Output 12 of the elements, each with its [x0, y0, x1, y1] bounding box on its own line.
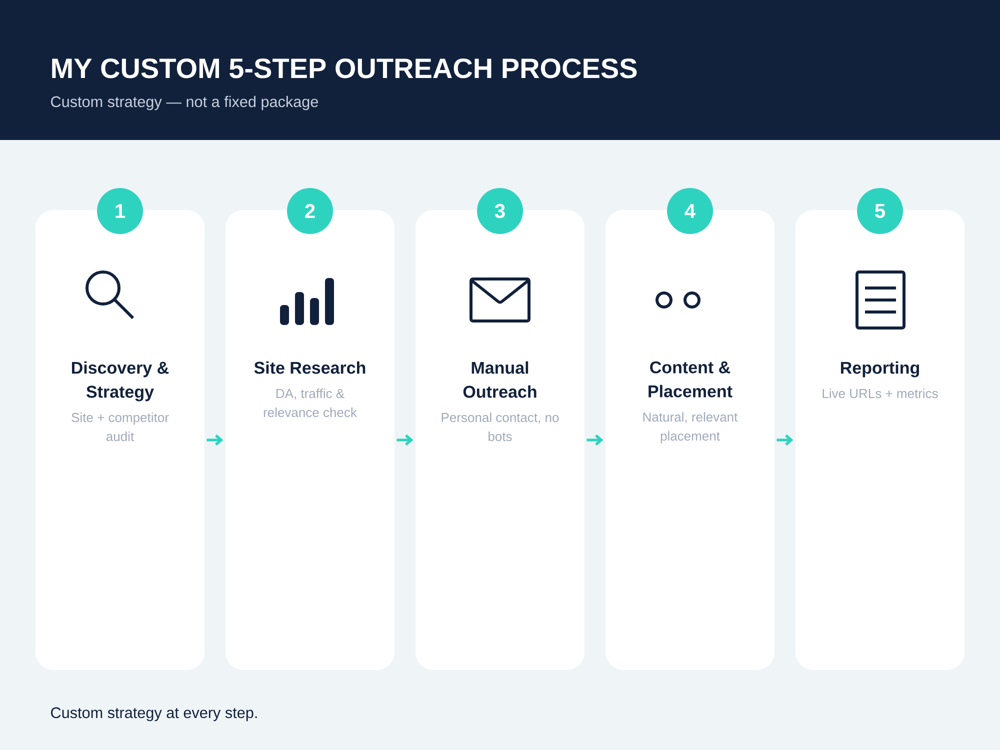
number-badge: 2	[287, 188, 333, 234]
arrow	[206, 434, 224, 446]
number-badge: 4	[667, 188, 713, 234]
arrow	[586, 434, 604, 446]
arrow	[396, 434, 414, 446]
number-badge: 5	[857, 188, 903, 234]
title: MY CUSTOM 5-STEP OUTREACH PROCESS	[52, 58, 637, 78]
arrow	[776, 434, 794, 446]
number-badge: 1	[97, 188, 143, 234]
number-badge: 3	[477, 188, 523, 234]
subtitle: Custom strategy — not a fixed package	[51, 96, 318, 110]
footer-note: Custom strategy at every step.	[51, 707, 257, 722]
